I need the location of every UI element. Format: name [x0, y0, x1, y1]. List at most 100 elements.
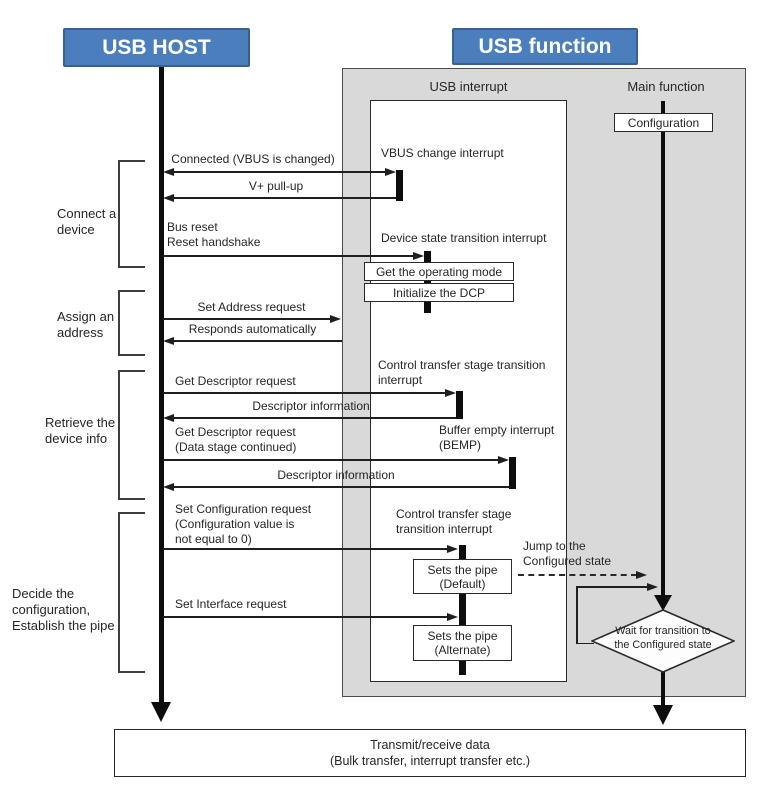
main-function-column-label: Main function — [627, 79, 705, 94]
usb-host-title: USB HOST — [102, 35, 211, 59]
msg-setaddress-label: Set Address request — [197, 300, 306, 314]
msg-setconfig-line2: (Configuration value is — [175, 517, 295, 531]
msg-connected-line — [172, 171, 387, 173]
int-ctrl-stage2-line1: Control transfer stage — [396, 507, 512, 521]
msg-vpullup-label: V+ pull-up — [248, 179, 304, 193]
wait-decision-line2: the Configured state — [614, 638, 712, 651]
sets-pipe-alternate-line2: (Alternate) — [434, 643, 491, 657]
configuration-label: Configuration — [627, 115, 700, 130]
phase-connect-line1: Connect a — [57, 206, 117, 221]
msg-responds-label: Responds automatically — [188, 322, 317, 336]
int-ctrl-stage1-label: Control transfer stage transition interr… — [378, 358, 545, 388]
msg-connected-arrowhead-right — [385, 167, 396, 176]
transmit-receive-line1: Transmit/receive data — [370, 738, 490, 752]
main-function-bottom-arrowhead — [653, 705, 673, 725]
bracket-connect — [118, 160, 120, 268]
jump-configured-line1: Jump to the — [523, 539, 586, 553]
sets-pipe-default-line1: Sets the pipe — [427, 562, 498, 577]
msg-getdesc1-line — [163, 392, 446, 394]
phase-assign-line2: address — [57, 325, 104, 340]
int-buffer-empty-line2: (BEMP) — [439, 438, 481, 452]
wait-loop-left-line — [576, 586, 578, 644]
jump-configured-label: Jump to the Configured state — [523, 539, 611, 569]
msg-setinterface-label: Set Interface request — [175, 597, 287, 611]
int-ctrl-stage2-label: Control transfer stage transition interr… — [396, 507, 511, 537]
get-operating-mode-box: Get the operating mode — [364, 262, 514, 281]
msg-descinfo1-arrowhead-left — [163, 413, 174, 422]
msg-getdesc2-label: Get Descriptor request (Data stage conti… — [175, 425, 296, 455]
wait-decision-diamond — [591, 609, 735, 673]
msg-descinfo2-label: Descriptor information — [277, 468, 395, 482]
msg-setinterface-arrowhead-right — [447, 612, 458, 621]
msg-getdesc2-line — [163, 459, 499, 461]
transmit-receive-box: Transmit/receive data (Bulk transfer, in… — [114, 729, 746, 777]
bracket-connect-top — [118, 160, 145, 162]
sets-pipe-alternate-box: Sets the pipe (Alternate) — [413, 625, 512, 661]
bracket-retrieve-top — [118, 370, 145, 372]
phase-assign-line1: Assign an — [57, 309, 115, 324]
msg-descinfo2-arrowhead-left — [163, 482, 174, 491]
bracket-decide — [118, 512, 120, 673]
bracket-assign-top — [118, 290, 145, 292]
phase-retrieve-line2: device info — [45, 431, 108, 446]
msg-busreset-label: Bus reset Reset handshake — [167, 220, 260, 250]
host-lifeline-arrowhead — [151, 702, 171, 722]
msg-vpullup-arrowhead-left — [163, 193, 174, 202]
main-function-lifeline-lower — [661, 671, 665, 707]
phase-connect-label: Connect a device — [57, 206, 116, 238]
msg-setconfig-arrowhead-right — [447, 544, 458, 553]
int-vbus-change-label: VBUS change interrupt — [381, 146, 504, 160]
wait-decision-line1: Wait for transition to — [615, 625, 711, 637]
msg-setconfig-line1: Set Configuration request — [175, 502, 312, 516]
int-ctrl-stage1-line1: Control transfer stage transition — [378, 358, 546, 372]
usb-host-header: USB HOST — [63, 28, 250, 67]
phase-connect-line2: device — [57, 222, 95, 237]
phase-assign-label: Assign an address — [57, 309, 114, 341]
wait-decision-label: Wait for transition to the Configured st… — [595, 625, 731, 652]
get-operating-mode-label: Get the operating mode — [375, 264, 503, 279]
main-function-lifeline — [661, 101, 665, 595]
phase-decide-line1: Decide the — [12, 586, 75, 601]
activation-ctrl-stage-2 — [459, 545, 466, 675]
int-ctrl-stage2-line2: transition interrupt — [396, 522, 493, 536]
msg-getdesc2-arrowhead-right — [498, 455, 509, 464]
phase-decide-line2: configuration, — [12, 602, 91, 617]
msg-setaddress-arrowhead-right — [330, 314, 341, 323]
sets-pipe-alternate-line1: Sets the pipe — [427, 629, 498, 643]
configuration-box: Configuration — [614, 113, 713, 132]
usb-function-header: USB function — [452, 28, 638, 65]
msg-descinfo1-line — [172, 417, 459, 419]
sets-pipe-default-box: Sets the pipe (Default) — [413, 559, 512, 594]
wait-loop-bottom-line — [576, 642, 594, 645]
usb-function-title: USB function — [478, 34, 612, 58]
sets-pipe-default-line2: (Default) — [439, 576, 486, 591]
msg-setconfig-label: Set Configuration request (Configuration… — [175, 502, 311, 547]
jump-configured-line2: Configured state — [523, 554, 612, 568]
msg-vpullup-line — [172, 197, 399, 199]
msg-getdesc2-line2: (Data stage continued) — [175, 440, 297, 454]
bracket-decide-bottom — [118, 671, 145, 673]
initialize-dcp-box: Initialize the DCP — [364, 283, 514, 302]
msg-busreset-line1: Bus reset — [167, 220, 218, 234]
msg-busreset-line — [163, 255, 414, 257]
msg-getdesc1-arrowhead-right — [445, 388, 456, 397]
msg-connected-arrowhead-left — [163, 167, 174, 176]
wait-loop-arrowhead — [647, 583, 658, 591]
main-function-arrowhead-into-diamond — [654, 595, 672, 611]
activation-bemp — [509, 457, 516, 489]
msg-connected-label: Connected (VBUS is changed) — [171, 152, 335, 166]
msg-responds-line — [172, 340, 342, 342]
msg-setconfig-line3: not equal to 0) — [175, 532, 252, 546]
msg-descinfo2-line — [172, 486, 509, 488]
usb-interrupt-column-label: USB interrupt — [429, 79, 508, 94]
bracket-assign-bottom — [118, 354, 145, 356]
bracket-assign — [118, 290, 120, 356]
bracket-connect-bottom — [118, 266, 145, 268]
msg-busreset-arrowhead-right — [413, 251, 424, 260]
wait-loop-top-line — [576, 586, 649, 588]
msg-getdesc1-label: Get Descriptor request — [175, 374, 296, 388]
int-device-state-label: Device state transition interrupt — [381, 231, 547, 245]
phase-retrieve-label: Retrieve the device info — [45, 415, 115, 447]
msg-responds-arrowhead-left — [163, 336, 174, 345]
